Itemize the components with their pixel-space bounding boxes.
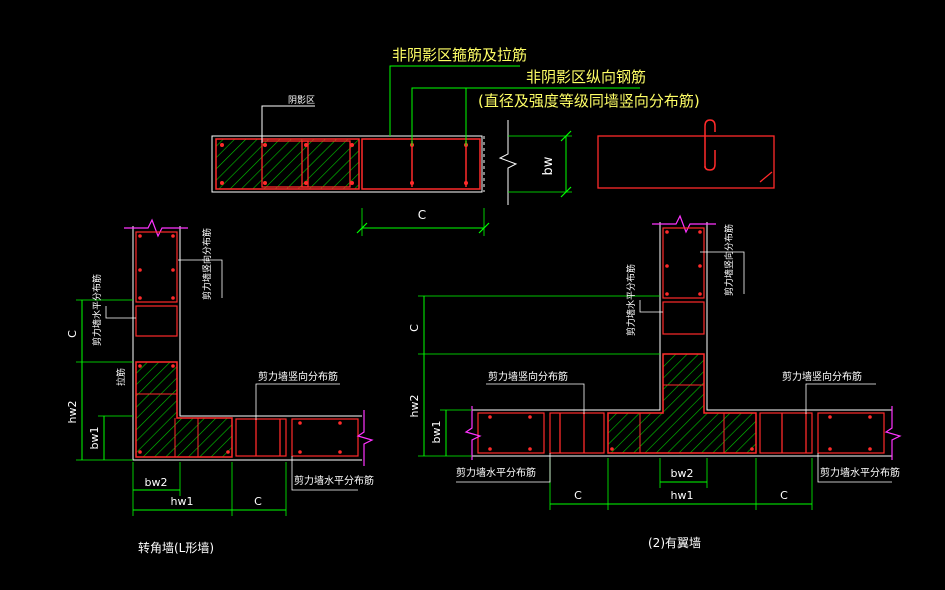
t-label-horizontal-bars-left: 剪力墙水平分布筋 <box>456 466 536 479</box>
top-nonshaded-stirrup <box>361 138 481 190</box>
l-dim-hw1: hw1 <box>171 495 194 508</box>
l-dim-hw2: hw2 <box>66 401 79 424</box>
top-break-line <box>498 120 518 205</box>
t-dim-bw1: bw1 <box>430 421 443 444</box>
t-caption: (2)有翼墙 <box>648 536 701 550</box>
top-c-label: C <box>418 208 426 222</box>
top-inner-stirrup-2 <box>301 140 351 188</box>
t-wall-right-break <box>884 406 902 460</box>
t-wall-outline <box>472 222 661 411</box>
l-dim-c-horizontal: C <box>254 495 262 508</box>
top-stirrup-leader <box>389 65 520 136</box>
l-caption: 转角墙(L形墙) <box>138 540 214 555</box>
t-wall-left-break <box>464 406 482 460</box>
t-dim-c-vertical: C <box>408 324 421 332</box>
right-t-wall-detail: C hw2 bw1 bw2 C hw1 C 剪力墙竖向分布筋 剪力墙水平分布筋 … <box>408 214 902 550</box>
l-label-tie: 拉筋 <box>115 368 127 386</box>
t-dim-bw2: bw2 <box>671 467 694 480</box>
l-label-horizontal-bars: 剪力墙水平分布筋 <box>91 274 103 346</box>
top-shaded-zone <box>215 138 360 190</box>
top-shaded-leader <box>261 105 315 143</box>
top-inner-stirrup-1 <box>261 140 309 188</box>
t-dim-hw2: hw2 <box>408 395 421 418</box>
tie-hook-bottom <box>704 150 716 171</box>
t-label-vertical-bars-left: 剪力墙竖向分布筋 <box>488 370 568 383</box>
t-dim-c-left: C <box>574 489 582 502</box>
l-label-vertical-bars: 剪力墙竖向分布筋 <box>201 228 213 300</box>
top-longitudinal-title: 非阴影区纵向钢筋 <box>526 68 646 86</box>
t-label-horizontal-bars-top: 剪力墙水平分布筋 <box>625 264 637 336</box>
t-wall-top-break <box>652 214 716 234</box>
l-label-vertical-bars-2: 剪力墙竖向分布筋 <box>258 370 338 383</box>
top-stirrup-title: 非阴影区箍筋及拉筋 <box>392 46 527 64</box>
top-long-leader <box>411 87 640 146</box>
l-label-horizontal-bars-2: 剪力墙水平分布筋 <box>294 474 374 487</box>
top-shaded-label: 阴影区 <box>288 95 315 106</box>
top-longitudinal-note: (直径及强度等级同墙竖向分布筋) <box>478 92 700 110</box>
t-label-vertical-bars-top: 剪力墙竖向分布筋 <box>723 224 735 296</box>
l-dim-bw2: bw2 <box>145 476 168 489</box>
tie-hook-top <box>704 119 716 168</box>
t-dim-c-right: C <box>780 489 788 502</box>
t-label-horizontal-bars-right: 剪力墙水平分布筋 <box>820 466 900 479</box>
t-label-vertical-bars-right: 剪力墙竖向分布筋 <box>782 370 862 383</box>
top-section-detail: bw C 阴影区 非阴影区箍筋及拉筋 非阴影区纵向钢筋 (直径及强度等级同墙竖向… <box>211 46 775 236</box>
l-dim-c-vertical: C <box>66 330 79 338</box>
left-l-wall-detail: C hw2 bw1 bw2 hw1 C 剪力墙竖向分布筋 剪力墙水平分布筋 拉筋… <box>66 218 374 555</box>
top-bw-label: bw <box>541 156 556 175</box>
l-wall-top-break <box>124 218 188 238</box>
t-wall-shaded-zone <box>607 353 757 454</box>
tie-detail-box <box>597 135 775 189</box>
l-wall-shaded-zone <box>135 361 233 458</box>
t-dim-hw1: hw1 <box>671 489 694 502</box>
top-wall-outline <box>211 135 483 193</box>
l-wall-right-break <box>356 410 374 466</box>
l-dim-bw1: bw1 <box>88 427 101 450</box>
